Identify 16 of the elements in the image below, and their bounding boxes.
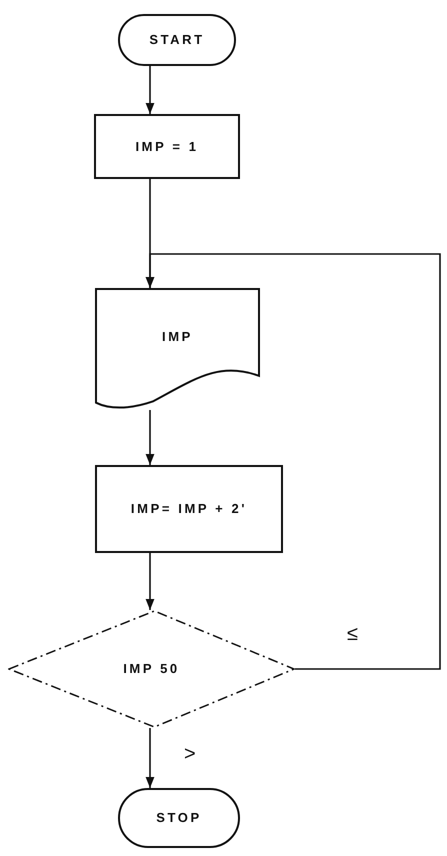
process-box	[95, 465, 283, 553]
node-label: IMP	[162, 328, 193, 346]
document-shape	[95, 288, 260, 410]
arrow	[146, 728, 154, 788]
arrow	[146, 410, 154, 465]
node-label: IMP = 1	[135, 138, 199, 156]
node-label: STOP	[156, 809, 202, 828]
node-label: IMP= IMP + 2'	[130, 500, 248, 518]
process-box	[94, 114, 240, 179]
arrow	[146, 66, 154, 114]
terminal-shape	[118, 14, 236, 66]
node-label: START	[149, 31, 205, 50]
arrow	[146, 553, 154, 610]
arrow	[146, 253, 441, 670]
node-label: IMP 50	[123, 660, 180, 678]
decision-diamond	[8, 610, 295, 728]
